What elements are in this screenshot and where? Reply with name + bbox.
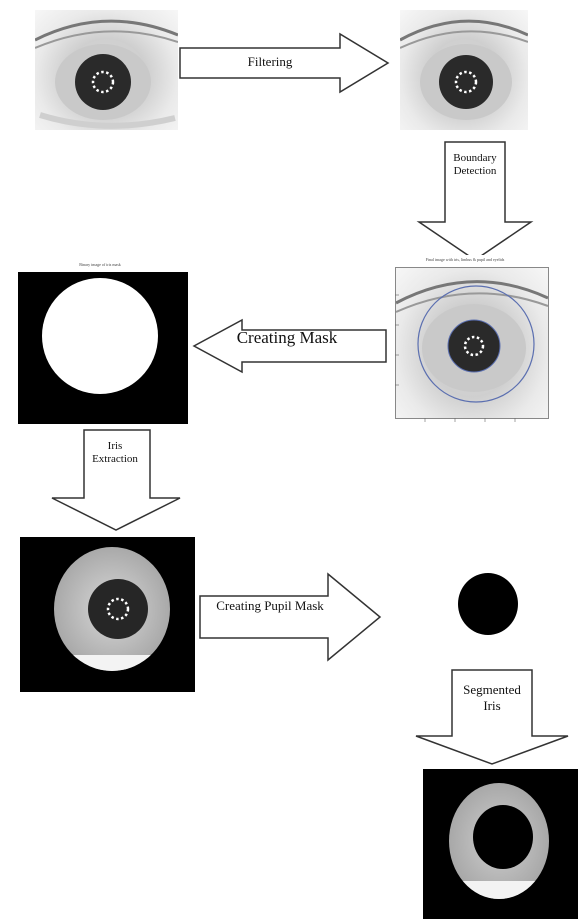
eye-illustration: [400, 19, 528, 120]
iris-boundary-circle: [417, 285, 535, 403]
eye-with-boundaries: [396, 280, 548, 403]
iris-mask-image: [18, 272, 188, 424]
iris-on-black: [54, 547, 170, 671]
pupil-boundary-circle: [447, 319, 501, 373]
filtering-label: Filtering: [247, 54, 293, 69]
iris-ring: [449, 783, 549, 899]
creating-pupil-mask-label: Creating Pupil Mask: [216, 598, 324, 613]
boundary-eye-image: [395, 267, 549, 419]
boundary-plot-axes: [395, 294, 516, 422]
creating-pupil-mask-arrow: [199, 572, 382, 662]
boundary-detection-plot: Final image with iris, limbus & pupil an…: [375, 255, 555, 433]
iris-mask-plot: Binary image of iris mask: [10, 260, 190, 440]
iris-extraction-line2: Extraction: [92, 453, 138, 465]
boundary-detection-line2: Detection: [453, 165, 497, 177]
filtered-eye-image: [400, 10, 528, 130]
extracted-iris-image: [20, 537, 195, 692]
boundary-detection-line1: Boundary: [453, 152, 497, 164]
iris-extraction-arrow: [51, 429, 181, 531]
eye-illustration: [35, 19, 178, 129]
mask-plot-title: Binary image of iris mask: [79, 262, 121, 267]
filtering-arrow: [179, 32, 390, 94]
iris-extraction-line1: Iris: [107, 440, 123, 452]
boundary-detection-arrow: [416, 141, 534, 261]
segmented-iris-arrow: [415, 669, 569, 765]
boundary-plot-title: Final image with iris, limbus & pupil an…: [425, 257, 505, 262]
original-eye-image: [35, 10, 178, 130]
boundary-detection-label: Boundary Detection: [440, 152, 510, 178]
creating-mask-label: Creating Mask: [236, 328, 338, 347]
segmented-iris-line2: Iris: [483, 698, 501, 713]
white-iris-disc: [42, 278, 158, 394]
iris-extraction-label: Iris Extraction: [80, 440, 150, 466]
segmented-iris-image: [423, 769, 578, 919]
segmented-iris-label: Segmented Iris: [452, 682, 532, 714]
segmented-iris-line1: Segmented: [463, 682, 521, 697]
pupil-mask-image: [458, 573, 518, 635]
creating-mask-arrow: [192, 318, 387, 374]
